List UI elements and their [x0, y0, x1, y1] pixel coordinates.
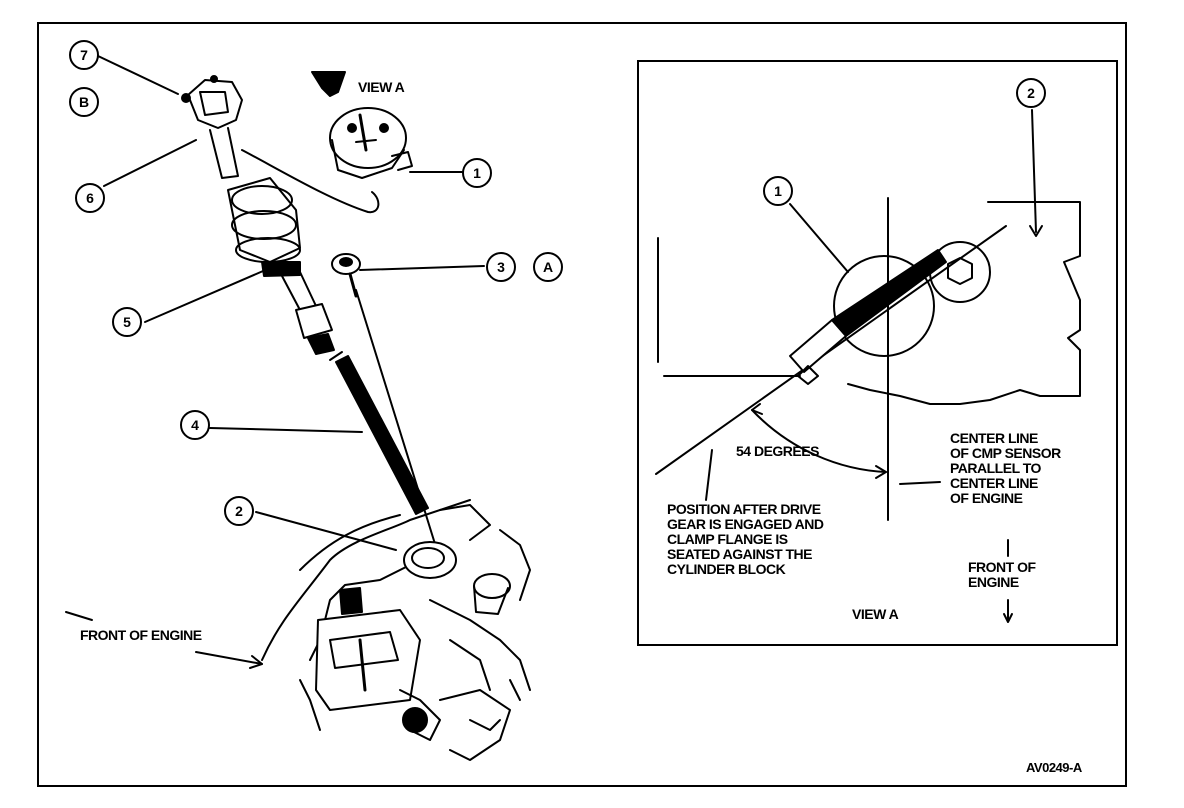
position-line-4: SEATED AGAINST THE — [667, 546, 813, 562]
centerline-line-1: CENTER LINE — [950, 430, 1038, 446]
inset-callout-2: 2 — [1016, 78, 1046, 108]
clamp-part — [181, 75, 243, 179]
figure-frame — [37, 22, 1127, 787]
centerline-line-4: CENTER LINE — [950, 475, 1038, 491]
front-line-1: FRONT OF — [968, 559, 1036, 575]
inset-drawing — [655, 109, 1081, 623]
harness-wire — [241, 149, 380, 214]
figure-id: AV0249-A — [1026, 760, 1082, 775]
hold-down-bolt — [331, 253, 441, 561]
callout-1: 1 — [462, 158, 492, 188]
view-a-inset — [637, 60, 1118, 646]
centerline-line-2: OF CMP SENSOR — [950, 445, 1061, 461]
callout-3: 3 — [486, 252, 516, 282]
callout-7: 7 — [69, 40, 99, 70]
drive-shaft — [329, 351, 429, 515]
cmp-sensor-view — [329, 107, 413, 179]
callout-5: 5 — [112, 307, 142, 337]
inset-view-a-label: VIEW A — [852, 606, 899, 622]
view-a-label: VIEW A — [358, 79, 405, 95]
leader-lines — [97, 55, 485, 551]
angle-label: 54 DEGREES — [736, 443, 819, 459]
position-line-1: POSITION AFTER DRIVE — [667, 501, 821, 517]
view-a-arrow — [311, 71, 346, 97]
position-line-5: CYLINDER BLOCK — [667, 561, 786, 577]
centerline-note: CENTER LINE OF CMP SENSOR PARALLEL TO CE… — [950, 431, 1061, 506]
position-line-3: CLAMP FLANGE IS — [667, 531, 788, 547]
sensor-housing — [227, 177, 335, 355]
inset-callout-1: 1 — [763, 176, 793, 206]
front-note: FRONT OF ENGINE — [968, 560, 1036, 590]
callout-6: 6 — [75, 183, 105, 213]
front-line-2: ENGINE — [968, 574, 1019, 590]
front-arrow-left — [65, 611, 263, 669]
front-of-engine-label: FRONT OF ENGINE — [80, 627, 202, 643]
engine-block — [261, 499, 531, 761]
callout-a: A — [533, 252, 563, 282]
centerline-line-3: PARALLEL TO — [950, 460, 1041, 476]
position-line-2: GEAR IS ENGAGED AND — [667, 516, 824, 532]
callout-b: B — [69, 87, 99, 117]
centerline-line-5: OF ENGINE — [950, 490, 1023, 506]
callout-4: 4 — [180, 410, 210, 440]
position-note: POSITION AFTER DRIVE GEAR IS ENGAGED AND… — [667, 501, 824, 577]
callout-2: 2 — [224, 496, 254, 526]
